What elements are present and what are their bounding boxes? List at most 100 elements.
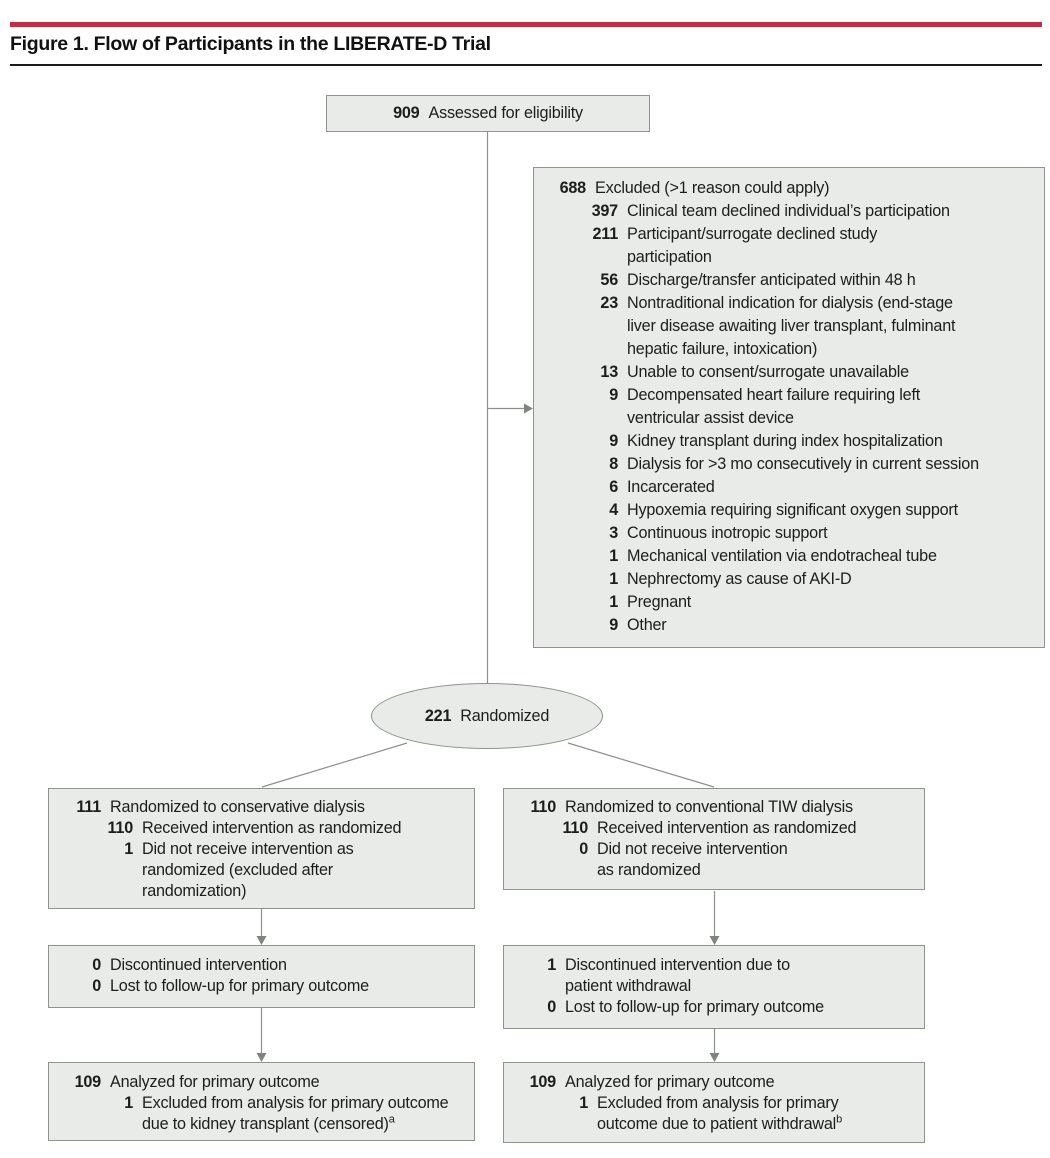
count-value: 23 [600,294,618,312]
flow-row: 110 Randomized to conventional TIW dialys… [516,797,914,818]
flow-row: 1 Excluded from analysis for primary outc… [61,1093,464,1135]
connector-randomized-to-left [261,742,408,788]
flow-row: 1 Did not receive intervention as randomi… [61,839,464,902]
count-value: 13 [600,363,618,381]
count-value: 111 [76,798,101,816]
footnote-marker: a [388,1113,395,1126]
flow-row: 0 Lost to follow-up for primary outcome [61,976,464,997]
ellipse-randomized: 221 Randomized [371,683,603,749]
row-text: Other [627,616,667,634]
count-value: 110 [562,819,588,837]
flow-row: 9 Other [546,614,1034,637]
row-text: Received intervention as randomized [142,819,402,837]
box-randomized-conventional: 110 Randomized to conventional TIW dialys… [503,788,925,890]
row-text: Randomized to conservative dialysis [110,798,365,816]
row-text: Hypoxemia requiring significant oxygen s… [627,501,958,519]
row-text: Excluded from analysis for primary outco… [597,1094,842,1133]
figure-title: Figure 1. Flow of Participants in the LI… [10,33,491,55]
flow-row: 13 Unable to consent/surrogate unavailabl… [546,361,1034,384]
count-value: 688 [559,179,587,197]
flow-row: 1 Mechanical ventilation via endotracheal… [546,545,1034,568]
row-text: Participant/surrogate declined study par… [627,225,878,266]
flow-row: 110 Received intervention as randomized [61,818,464,839]
count-value: 1 [124,1094,133,1112]
count-value: 0 [92,977,101,995]
count-value: 909 [393,104,420,122]
arrowhead-right-icon [524,403,533,414]
count-value: 397 [591,202,619,220]
row-text: Lost to follow-up for primary outcome [565,998,824,1016]
count-value: 4 [609,501,618,519]
count-value: 9 [609,386,618,404]
count-value: 9 [609,616,618,634]
flow-row: 9 Decompensated heart failure requiring l… [546,384,1034,430]
flow-row: 1 Excluded from analysis for primary outc… [516,1093,914,1135]
row-text: Unable to consent/surrogate unavailable [627,363,909,381]
flow-row: 211 Participant/surrogate declined study … [546,223,1034,269]
title-divider-rule [10,64,1042,66]
row-text: Excluded (>1 reason could apply) [595,179,830,197]
flow-row: 221 Randomized [424,706,550,727]
row-text: Did not receive intervention as randomiz… [142,840,354,900]
flow-row: 4 Hypoxemia requiring significant oxygen … [546,499,1034,522]
count-value: 1 [579,1094,588,1112]
row-text: Nontraditional indication for dialysis (… [627,294,956,358]
row-text: Incarcerated [627,478,715,496]
row-text: Received intervention as randomized [597,819,857,837]
connector-randomized-to-right [567,742,715,788]
flow-row: 0 Lost to follow-up for primary outcome [516,997,914,1018]
row-text: Continuous inotropic support [627,524,828,542]
count-value: 0 [547,998,556,1016]
flow-row: 110 Received intervention as randomized [516,818,914,839]
row-text: Excluded from analysis for primary outco… [142,1094,449,1133]
row-text: Discharge/transfer anticipated within 48… [627,271,916,289]
row-text: Dialysis for >3 mo consecutively in curr… [627,455,979,473]
count-value: 110 [530,798,556,816]
count-value: 6 [609,478,618,496]
count-value: 0 [579,840,588,858]
row-text: Decompensated heart failure requiring le… [627,386,921,427]
flow-row: 8 Dialysis for >3 mo consecutively in cur… [546,453,1034,476]
count-value: 211 [592,225,618,243]
count-value: 56 [600,271,618,289]
count-value: 1 [124,840,133,858]
footnote-marker: b [836,1113,842,1126]
count-value: 1 [609,593,618,611]
row-text: Lost to follow-up for primary outcome [110,977,369,995]
count-value: 8 [609,455,618,473]
count-value: 9 [609,432,618,450]
jama-red-accent-bar [10,22,1042,27]
row-text: Nephrectomy as cause of AKI-D [627,570,852,588]
flow-row: 688 Excluded (>1 reason could apply) [546,177,1034,200]
row-text: Randomized to conventional TIW dialysis [565,798,853,816]
arrowhead-down-icon [256,936,267,945]
row-text: Pregnant [627,593,692,611]
count-value: 110 [107,819,133,837]
flow-row: 23 Nontraditional indication for dialysis… [546,292,1034,361]
count-value: 0 [92,956,101,974]
flow-row: 111 Randomized to conservative dialysis [61,797,464,818]
count-value: 221 [424,706,452,725]
flow-row: 6 Incarcerated [546,476,1034,499]
flow-row: 56 Discharge/transfer anticipated within … [546,269,1034,292]
flow-row: 1 Pregnant [546,591,1034,614]
row-text: Randomized [460,706,550,725]
count-value: 1 [609,547,618,565]
count-value: 1 [547,956,556,974]
row-text: Mechanical ventilation via endotracheal … [627,547,937,565]
